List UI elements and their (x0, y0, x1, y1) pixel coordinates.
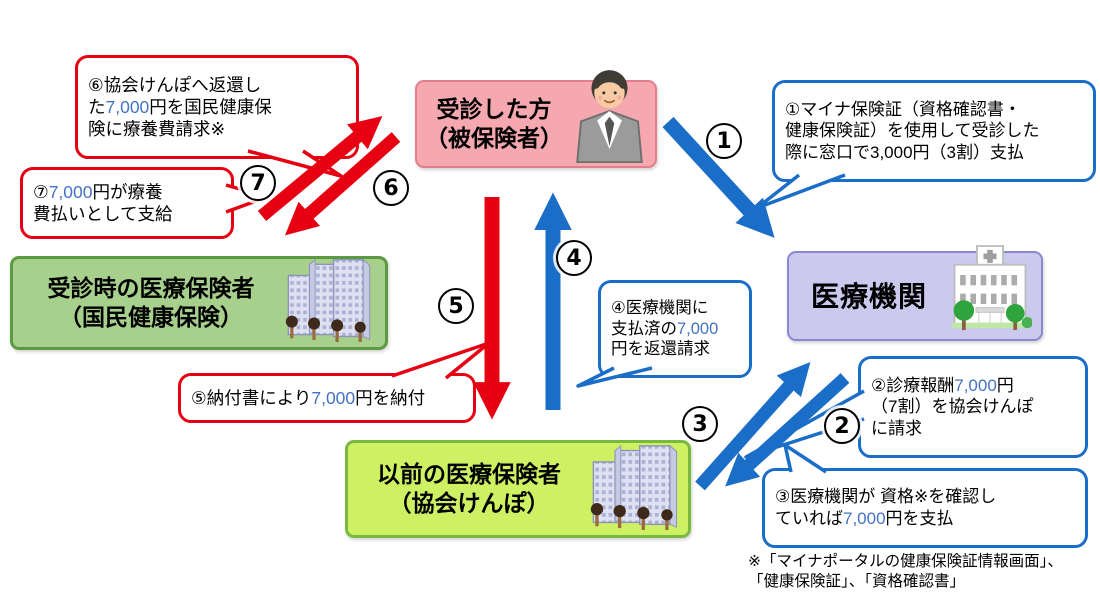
callout-step-3-text: ③医療機関が 資格※を確認し ていれば7,000円を支払 (775, 487, 997, 528)
step-4-badge: 4 (556, 240, 592, 276)
footnote: ※「マイナポータルの健康保険証情報画面」、 「健康保険証」、「資格確認書」 (748, 553, 1063, 591)
callout-step-5-text: ⑤納付書により7,000円を納付 (191, 387, 426, 408)
office-building-icon (586, 443, 684, 530)
callout-step-7-text: ⑦7,000円が療養 費払いとして支給 (33, 181, 173, 224)
callout-step-7: ⑦7,000円が療養 費払いとして支給 (20, 167, 234, 239)
step-1-badge: 1 (706, 123, 742, 159)
callout-step-1: ①マイナ保険証（資格確認書・ 健康保険証）を使用して受診した 際に窓口で3,00… (772, 80, 1096, 182)
node-kyokai-label: 以前の医療保険者 （協会けんぽ） (377, 461, 561, 516)
node-hospital-label: 医療機関 (810, 280, 927, 312)
office-building-icon (280, 257, 378, 342)
person-icon (562, 57, 657, 163)
callout-step-3: ③医療機関が 資格※を確認し ていれば7,000円を支払 (762, 468, 1088, 548)
hospital-icon (948, 243, 1032, 335)
step-2-badge: 2 (824, 408, 860, 444)
step-3-badge: 3 (682, 406, 718, 442)
step-6-badge: 6 (373, 170, 409, 206)
callout-step-4-text: ④医療機関に 支払済の7,000 円を返還請求 (611, 298, 719, 359)
callout-step-6-text: ⑥協会けんぽへ返還し た7,000円を国民健康保 険に療養費請求※ (88, 74, 272, 140)
step-5-badge: 5 (438, 288, 474, 324)
callout-step-6: ⑥協会けんぽへ返還し た7,000円を国民健康保 険に療養費請求※ (75, 55, 359, 159)
callout-step-5: ⑤納付書により7,000円を納付 (178, 373, 476, 423)
callout-step-1-text: ①マイナ保険証（資格確認書・ 健康保険証）を使用して受診した 際に窓口で3,00… (785, 99, 1040, 162)
callout-step-4: ④医療機関に 支払済の7,000 円を返還請求 (598, 280, 752, 378)
node-kokuho-label: 受診時の医療保険者 （国民健康保険） (47, 275, 255, 330)
callout-step-2: ②診療報酬7,000円 （7割）を協会けんぽ に請求 (858, 356, 1088, 458)
callout-step-2-text: ②診療報酬7,000円 （7割）を協会けんぽ に請求 (871, 375, 1034, 438)
node-patient-label: 受診した方 （被保険者） (425, 96, 563, 151)
step-7-badge: 7 (240, 165, 276, 201)
